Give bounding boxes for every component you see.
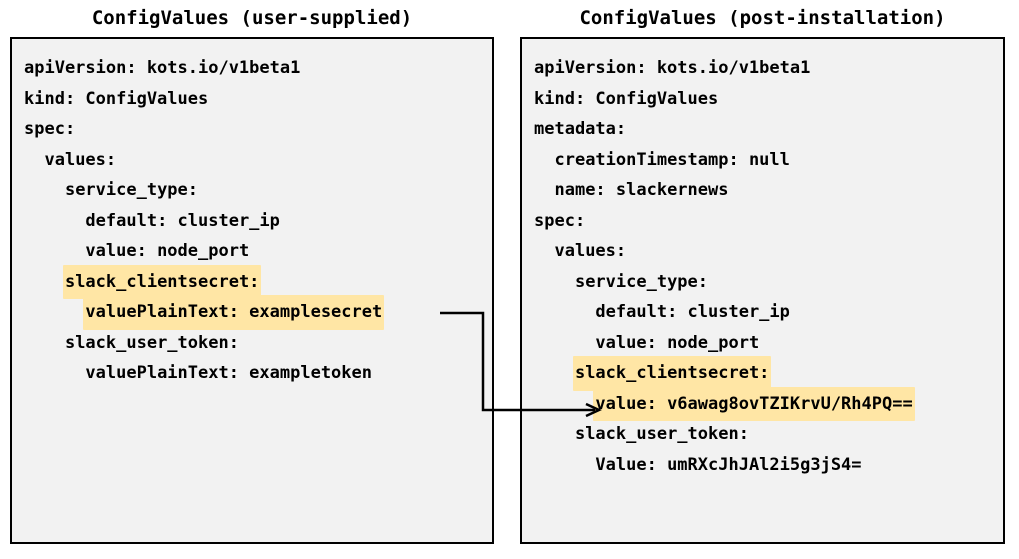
yaml-line-text: service_type:	[574, 271, 709, 292]
yaml-line-text: service_type:	[64, 180, 199, 200]
yaml-indent	[534, 175, 554, 206]
yaml-indent	[534, 236, 554, 267]
yaml-line: valuePlainText: exampletoken	[24, 358, 382, 389]
yaml-line-text: slack_user_token:	[574, 424, 749, 444]
yaml-line-text: slack_user_token:	[64, 332, 239, 353]
yaml-line: values:	[534, 236, 913, 267]
yaml-line-text: spec:	[24, 119, 76, 139]
yaml-line: spec:	[24, 114, 382, 145]
right-panel-title: ConfigValues (post-installation)	[579, 7, 946, 29]
yaml-line: slack_user_token:	[534, 419, 913, 450]
yaml-line-text: value: node_port	[85, 241, 250, 261]
yaml-line: slack_user_token:	[24, 328, 382, 359]
yaml-line: metadata:	[534, 114, 913, 145]
yaml-line-text: creationTimestamp: null	[554, 149, 790, 170]
yaml-indent	[534, 145, 554, 176]
yaml-line-text: kind: ConfigValues	[534, 88, 719, 109]
yaml-line-highlighted: value: v6awag8ovTZIKrvU/Rh4PQ==	[593, 386, 915, 421]
yaml-line: default: cluster_ip	[24, 206, 382, 237]
yaml-indent	[534, 450, 595, 481]
yaml-indent	[534, 297, 595, 328]
yaml-line-text: default: cluster_ip	[595, 302, 790, 322]
yaml-indent	[24, 236, 85, 267]
yaml-line-text: name: slackernews	[554, 180, 729, 200]
yaml-line: slack_clientsecret:	[534, 356, 913, 391]
yaml-line-highlighted: valuePlainText: examplesecret	[83, 295, 385, 330]
yaml-line: slack_clientsecret:	[24, 264, 382, 299]
yaml-line: values:	[24, 145, 382, 176]
right-yaml-code-block: apiVersion: kots.io/v1beta1 kind: ConfigV…	[522, 39, 915, 481]
yaml-line-text: values:	[554, 241, 627, 261]
yaml-line: service_type:	[24, 175, 382, 206]
yaml-line: Value: umRXcJhJAl2i5g3jS4=	[534, 450, 913, 481]
yaml-indent	[24, 206, 85, 237]
yaml-line-text: value: node_port	[595, 332, 760, 353]
yaml-line: apiVersion: kots.io/v1beta1	[534, 53, 913, 84]
yaml-line-text: Value: umRXcJhJAl2i5g3jS4=	[595, 454, 862, 475]
yaml-indent	[534, 267, 575, 298]
left-panel-title: ConfigValues (user-supplied)	[91, 7, 413, 29]
yaml-indent	[24, 175, 65, 206]
yaml-line-text: kind: ConfigValues	[24, 88, 209, 109]
yaml-indent	[24, 145, 44, 176]
yaml-line-text: metadata:	[534, 119, 627, 139]
yaml-line-text: apiVersion: kots.io/v1beta1	[24, 58, 301, 78]
left-yaml-code-block: apiVersion: kots.io/v1beta1 kind: ConfigV…	[12, 39, 385, 389]
yaml-indent	[534, 328, 595, 359]
yaml-line: kind: ConfigValues	[534, 84, 913, 115]
yaml-line: name: slackernews	[534, 175, 913, 206]
yaml-indent	[24, 267, 65, 298]
yaml-line: default: cluster_ip	[534, 297, 913, 328]
yaml-line-highlighted: slack_clientsecret:	[572, 356, 772, 391]
yaml-indent	[534, 419, 575, 450]
yaml-line: value: v6awag8ovTZIKrvU/Rh4PQ==	[534, 386, 915, 421]
yaml-indent	[534, 389, 595, 420]
yaml-indent	[24, 297, 85, 328]
yaml-line-text: valuePlainText: exampletoken	[85, 363, 372, 383]
left-configvalues-panel: apiVersion: kots.io/v1beta1 kind: ConfigV…	[10, 37, 494, 544]
right-configvalues-panel: apiVersion: kots.io/v1beta1 kind: ConfigV…	[520, 37, 1005, 544]
yaml-line: value: node_port	[534, 328, 913, 359]
yaml-line-text: default: cluster_ip	[85, 210, 280, 231]
yaml-line-text: apiVersion: kots.io/v1beta1	[534, 58, 811, 78]
yaml-line: value: node_port	[24, 236, 382, 267]
yaml-indent	[534, 358, 575, 389]
yaml-line-text: values:	[44, 149, 117, 170]
yaml-indent	[24, 328, 65, 359]
yaml-line: spec:	[534, 206, 913, 237]
yaml-line: creationTimestamp: null	[534, 145, 913, 176]
yaml-line-text: spec:	[534, 210, 586, 231]
yaml-line: service_type:	[534, 267, 913, 298]
yaml-line: apiVersion: kots.io/v1beta1	[24, 53, 382, 84]
yaml-line: valuePlainText: examplesecret	[24, 295, 385, 330]
yaml-line: kind: ConfigValues	[24, 84, 382, 115]
yaml-indent	[24, 358, 85, 389]
yaml-line-highlighted: slack_clientsecret:	[62, 264, 262, 299]
